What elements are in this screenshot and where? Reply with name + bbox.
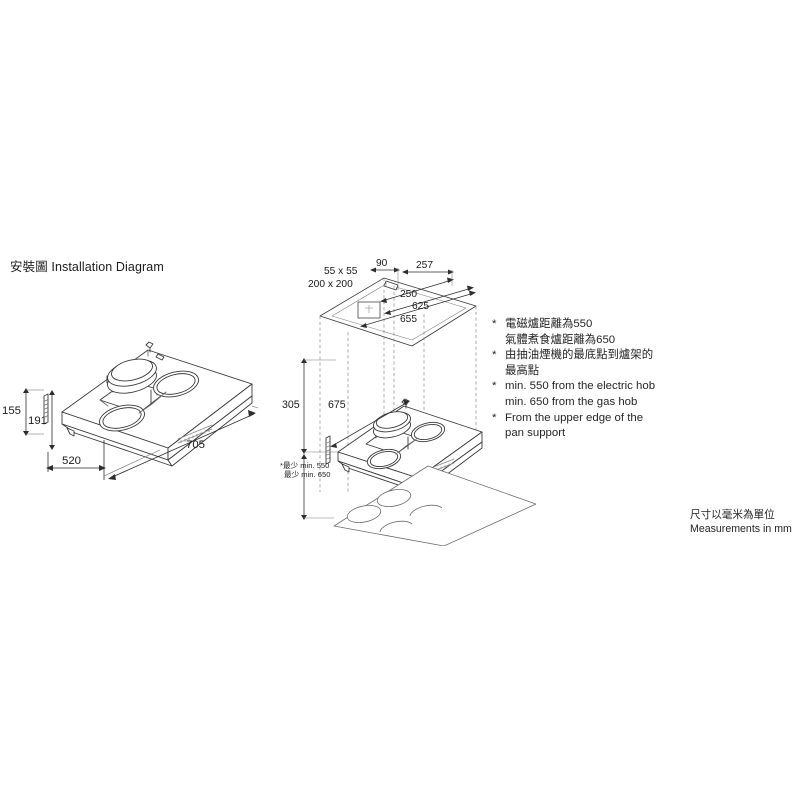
note-item: *氣體煮食爐距離為650 [492, 333, 655, 349]
note-bullet: * [492, 349, 497, 362]
right-installation-drawing: 90 257 250 625 655 55 x 55 200 x 200 [282, 258, 536, 546]
units-note: 尺寸以毫米為單位 Measurements in mm [690, 508, 792, 536]
dimension-155: 155 [2, 405, 21, 417]
page-title: 安裝圖 Installation Diagram [10, 260, 164, 274]
note-text: 氣體煮食爐距離為650 [505, 333, 616, 346]
note-item: * From the upper edge of the [492, 411, 655, 427]
units-zh: 尺寸以毫米為單位 [690, 509, 775, 521]
dimension-90: 90 [376, 258, 388, 269]
dimension-705: 705 [186, 439, 205, 451]
note-bullet: * [492, 380, 497, 393]
clearance-note-line2: 最少 min. 650 [284, 470, 331, 480]
dimension-250: 250 [400, 289, 417, 300]
label-hole-200: 200 x 200 [308, 279, 353, 290]
dimension-520: 520 [62, 455, 81, 467]
note-item: * 電磁爐距離為550 [492, 317, 655, 333]
note-bullet: * [492, 411, 497, 424]
dimension-625: 625 [412, 301, 429, 312]
note-text: min. 650 from the gas hob [505, 395, 638, 408]
note-item: *pan support [492, 426, 655, 442]
note-text: 由抽油煙機的最底點到爐架的 [505, 349, 654, 362]
dimension-305: 305 [282, 399, 300, 411]
note-text: min. 550 from the electric hob [505, 380, 656, 393]
units-en: Measurements in mm [690, 523, 792, 535]
clearance-note-line1: *最少 min. 550 [280, 461, 330, 470]
note-bullet: * [492, 318, 497, 330]
note-item: * 由抽油煙機的最底點到爐架的 [492, 348, 655, 364]
label-hole-55: 55 x 55 [324, 266, 358, 277]
clearance-note: *最少 min. 550 最少 min. 650 [280, 461, 330, 480]
dimension-191: 191 [28, 415, 47, 427]
note-text: 電磁爐距離為550 [505, 318, 593, 330]
note-text: From the upper edge of the [505, 411, 644, 424]
dimension-655: 655 [400, 314, 417, 325]
left-hood-drawing: 155 191 520 705 [2, 341, 259, 480]
note-text: 最高點 [505, 364, 540, 377]
note-item: * min. 550 from the electric hob [492, 379, 655, 395]
note-text: pan support [505, 427, 566, 440]
note-item: *min. 650 from the gas hob [492, 395, 655, 411]
dimension-675: 675 [328, 399, 346, 411]
note-item: *最高點 [492, 364, 655, 380]
notes-block: *電磁爐距離為550 *氣體煮食爐距離為650 *由抽油煙機的最底點到爐架的 *… [492, 317, 655, 442]
dimension-257: 257 [416, 260, 433, 271]
